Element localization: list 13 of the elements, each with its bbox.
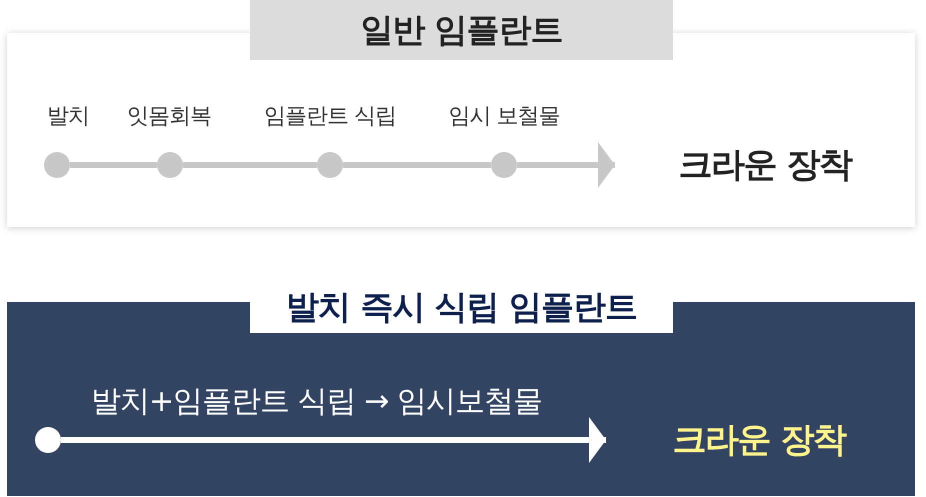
step-label: 잇몸회복 [127,103,211,131]
panel-heading: 일반 임플란트 [250,0,673,60]
timeline-arrow [517,142,615,188]
step-label: 임시 보철물 [448,103,560,131]
timeline-line [70,162,157,168]
stage-label: 크라운 장착 [672,419,846,461]
step-label: 임플란트 식립 [264,103,396,131]
edge-label: 발치+임플란트 식립 → 임시보철물 [91,384,542,420]
timeline-arrow [61,417,606,463]
step-label: 발치 [47,103,89,131]
stage-label: 크라운 장착 [678,144,852,186]
timeline-line [343,162,491,168]
timeline-line [183,162,317,168]
